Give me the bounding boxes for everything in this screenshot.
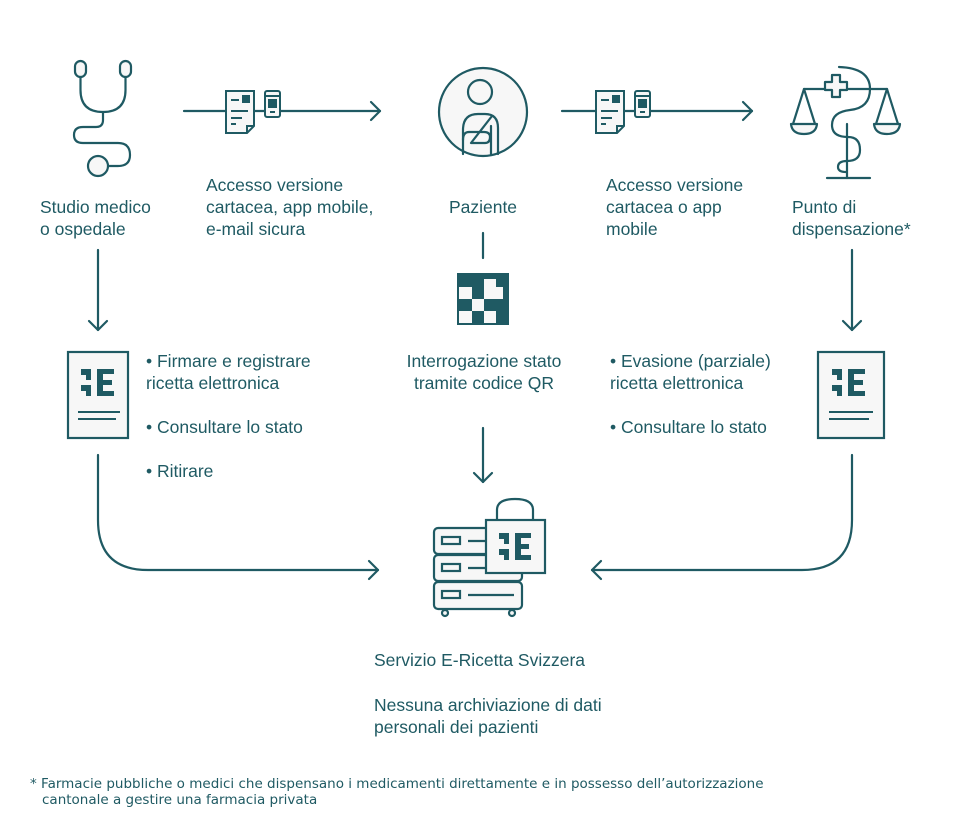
e-prescription-icon (66, 350, 130, 440)
list-item: • Consultare lo stato (146, 417, 303, 437)
service-title: Servizio E-Ricetta Svizzera (374, 650, 586, 670)
doctor-label-line1: Studio medico (40, 197, 151, 217)
list-item: • Evasione (parziale) (610, 351, 771, 371)
list-item: • Consultare lo stato (610, 417, 767, 437)
arrowhead (841, 319, 863, 332)
footnote-line: * Farmacie pubbliche o medici che dispen… (30, 776, 764, 792)
arrowhead (590, 559, 603, 581)
flow-label-line: cartacea o app (606, 197, 722, 217)
service-note-line: personali dei pazienti (374, 717, 539, 737)
list-item: ricetta elettronica (146, 373, 280, 393)
pharmacy-label: Punto di dispensazione* (792, 196, 911, 240)
flow-label-line: Interrogazione stato (406, 351, 562, 371)
flow-label-line: cartacea, app mobile, (206, 197, 374, 217)
arrowhead (741, 100, 754, 122)
list-item: • Ritirare (146, 461, 214, 481)
paper-and-phone-icon (595, 90, 651, 134)
qr-code-icon (457, 273, 509, 325)
arrowhead (472, 471, 494, 484)
pharmacy-actions-list: • Evasione (parziale) ricetta elettronic… (610, 350, 771, 438)
list-item: • Firmare e registrare (146, 351, 311, 371)
flow-label-line: mobile (606, 219, 658, 239)
flow-label-line: Accesso versione (206, 175, 344, 195)
service-note-line: Nessuna archiviazione di dati (374, 695, 602, 715)
paper-and-phone-icon (225, 90, 281, 134)
flow-label-line: Accesso versione (606, 175, 744, 195)
arrowhead (367, 559, 380, 581)
patient-icon (437, 66, 529, 158)
pharmacy-label-line1: Punto di (792, 197, 857, 217)
pharmacy-label-line2: dispensazione* (792, 219, 911, 239)
service-note: Nessuna archiviazione di dati personali … (374, 694, 602, 738)
flow-doctor-to-patient-label: Accesso versione cartacea, app mobile, e… (206, 174, 373, 240)
scales-caduceus-icon (789, 65, 902, 180)
footnote-line: cantonale a gestire una farmacia privata (42, 792, 318, 808)
qr-flow-label: Interrogazione stato tramite codice QR (384, 350, 584, 394)
footnote: * Farmacie pubbliche o medici che dispen… (30, 776, 764, 808)
stethoscope-icon (72, 59, 133, 178)
list-item: ricetta elettronica (610, 373, 744, 393)
patient-label: Paziente (448, 197, 518, 217)
arrowhead (87, 319, 109, 332)
arrowhead (369, 100, 382, 122)
server-lock-icon (432, 497, 547, 618)
arrow-pharmacy-to-service (590, 453, 854, 572)
flow-label-line: e-mail sicura (206, 219, 306, 239)
arrow-doctor-to-service (96, 453, 380, 572)
flow-patient-to-pharmacy-label: Accesso versione cartacea o app mobile (606, 174, 743, 240)
doctor-label-line2: o ospedale (40, 219, 126, 239)
doctor-label: Studio medico o ospedale (40, 196, 151, 240)
flow-label-line: tramite codice QR (413, 373, 555, 393)
doctor-actions-list: • Firmare e registrare ricetta elettroni… (146, 350, 311, 482)
e-prescription-icon (816, 350, 886, 440)
